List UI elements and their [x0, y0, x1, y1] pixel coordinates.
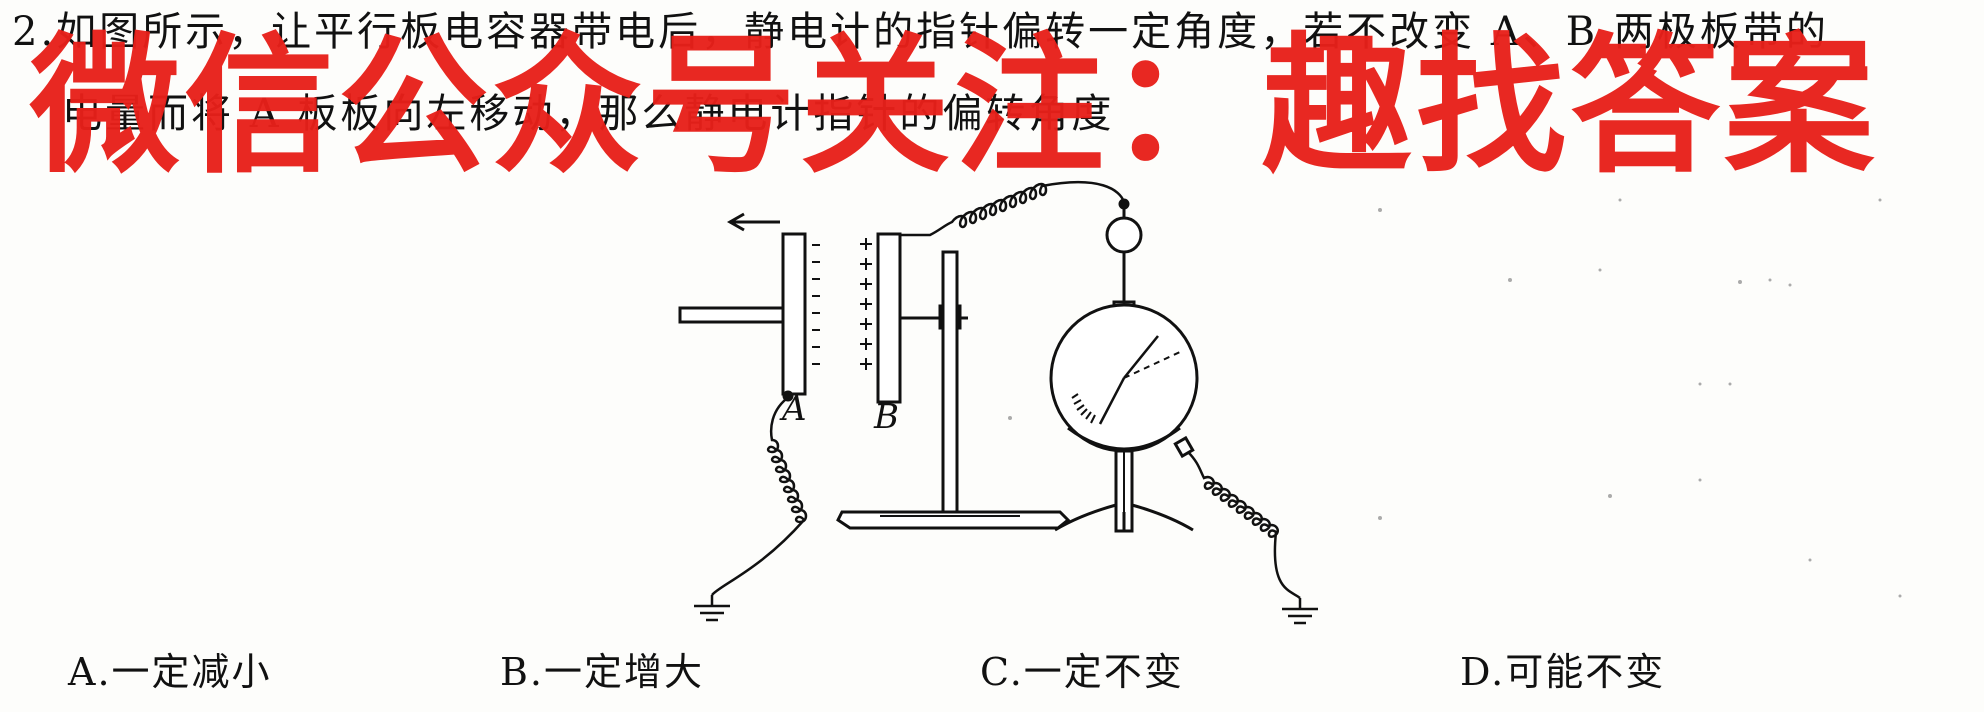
question-text-line-2: 电量而将 A 板板向左移动，那么静电计指针的偏转角度: [62, 91, 1115, 137]
option-c[interactable]: C.一定不变: [980, 650, 1184, 694]
option-b[interactable]: B.一定增大: [500, 650, 705, 694]
scan-noise: [1008, 198, 1902, 598]
watermark-text: 微信公众号关注：趣找答案: [30, 20, 1879, 194]
wire-b-to-electrometer: [900, 181, 1126, 237]
capacitor-electrometer-figure: A B: [678, 181, 1902, 625]
option-a[interactable]: A.一定减小: [68, 650, 272, 694]
answer-options: A.一定减小 B.一定增大 C.一定不变 D.可能不变: [0, 642, 1984, 702]
wire-electrometer-to-ground: [1187, 451, 1301, 600]
left-arrow-icon: [726, 212, 780, 232]
electrometer: [1049, 204, 1199, 533]
plate-b-label: B: [873, 397, 899, 437]
plate-a-label: A: [779, 389, 807, 429]
plate-a: [678, 232, 820, 396]
option-d[interactable]: D.可能不变: [1460, 650, 1666, 694]
ground-symbol-right: [1282, 598, 1318, 625]
ground-symbol-left: [694, 595, 730, 622]
plate-b: [860, 232, 902, 404]
wire-a-to-ground: [711, 394, 808, 596]
question-text-line-1: 2.如图所示，让平行板电容器带电后，静电计的指针偏转一定角度，若不改变 A、B …: [12, 9, 1829, 55]
plate-b-stand: [836, 250, 1071, 530]
